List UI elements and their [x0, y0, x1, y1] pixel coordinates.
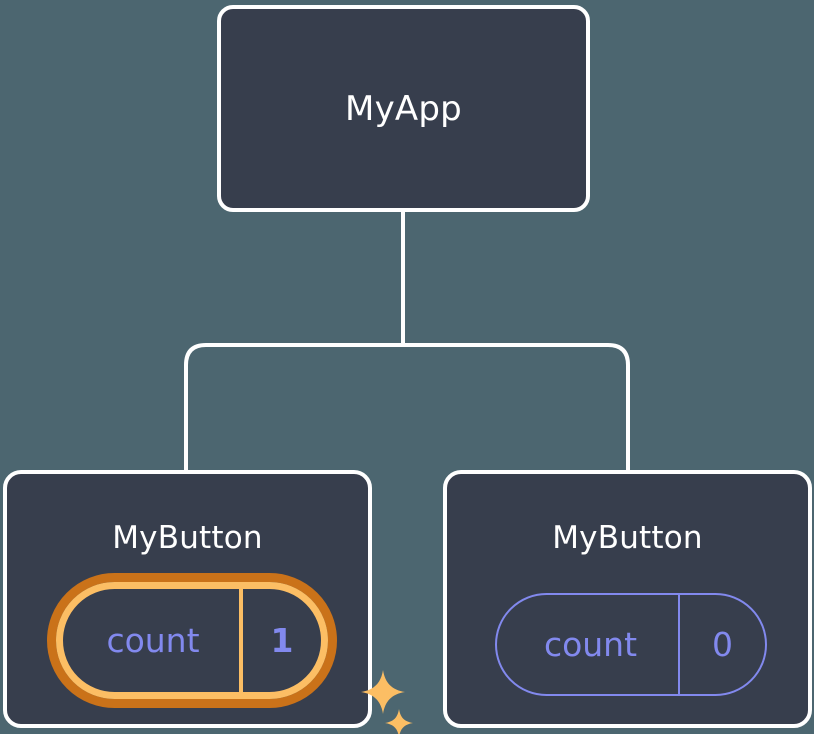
state-pill-highlighted[interactable]: count 1 [47, 573, 413, 734]
state-key-label: count [543, 625, 638, 664]
connector-branch-right [403, 343, 630, 474]
state-pill-body: count 1 [56, 582, 328, 699]
node-myapp-title: MyApp [345, 89, 462, 129]
node-mybutton-left-title: MyButton [112, 520, 263, 556]
state-value-label: 0 [678, 595, 765, 694]
sparkle-small-icon [385, 709, 413, 734]
state-pill-glow-ring [47, 573, 337, 708]
state-key-label: count [106, 621, 200, 660]
connector-branch-left [184, 343, 403, 474]
state-value-label: 1 [239, 589, 321, 692]
state-pill-plain[interactable]: count 0 [495, 593, 767, 696]
node-mybutton-left[interactable]: MyButton count 1 [3, 470, 413, 734]
node-mybutton-right[interactable]: MyButton count 0 [443, 470, 812, 728]
node-myapp[interactable]: MyApp [217, 5, 590, 212]
sparkle-large-icon [361, 670, 405, 714]
node-mybutton-right-title: MyButton [552, 520, 703, 556]
